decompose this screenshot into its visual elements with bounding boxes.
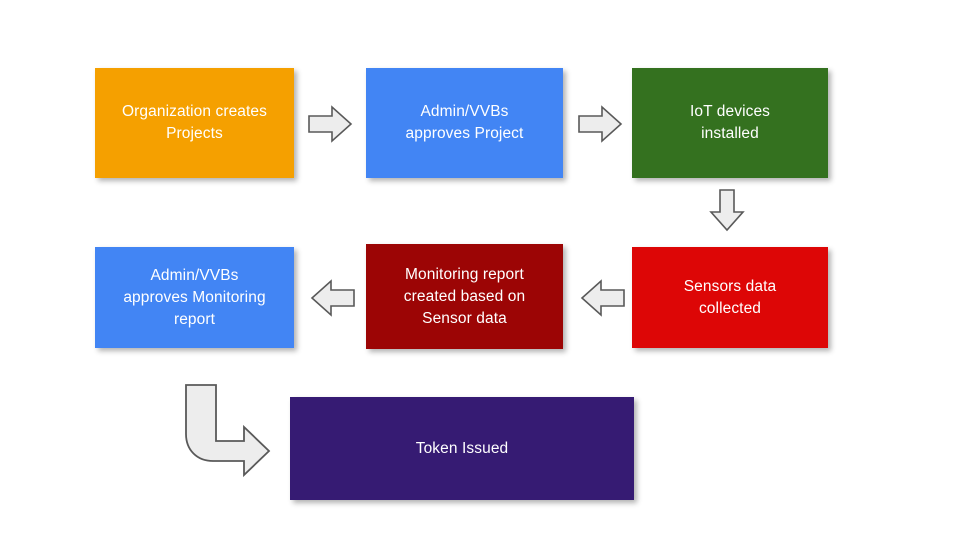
node-label: Monitoring report created based on Senso… [403, 265, 526, 327]
arrow-left-icon [580, 279, 625, 317]
node-admin-vvbs-approves-monitoring-report[interactable]: Admin/VVBs approves Monitoring report [95, 247, 294, 348]
arrow-down-icon [709, 189, 745, 232]
arrow-right-icon [578, 105, 623, 143]
node-label: Sensors data collected [683, 277, 777, 317]
node-sensors-data-collected[interactable]: Sensors data collected [632, 247, 828, 348]
node-label: Admin/VVBs approves Monitoring report [123, 266, 266, 328]
arrow-right-icon [308, 105, 353, 143]
arrow-left-icon [310, 279, 355, 317]
node-label: IoT devices installed [689, 103, 771, 142]
node-admin-vvbs-approves-project[interactable]: Admin/VVBs approves Project [366, 68, 563, 178]
node-label: Token Issued [415, 439, 509, 457]
node-iot-devices-installed[interactable]: IoT devices installed [632, 68, 828, 178]
node-monitoring-report-created[interactable]: Monitoring report created based on Senso… [366, 244, 563, 349]
node-organization-creates-projects[interactable]: Organization creates Projects [95, 68, 294, 178]
node-label: Organization creates Projects [121, 103, 268, 142]
node-token-issued[interactable]: Token Issued [290, 397, 634, 500]
node-label: Admin/VVBs approves Project [405, 103, 524, 142]
arrow-bent-down-right-icon [177, 383, 271, 481]
